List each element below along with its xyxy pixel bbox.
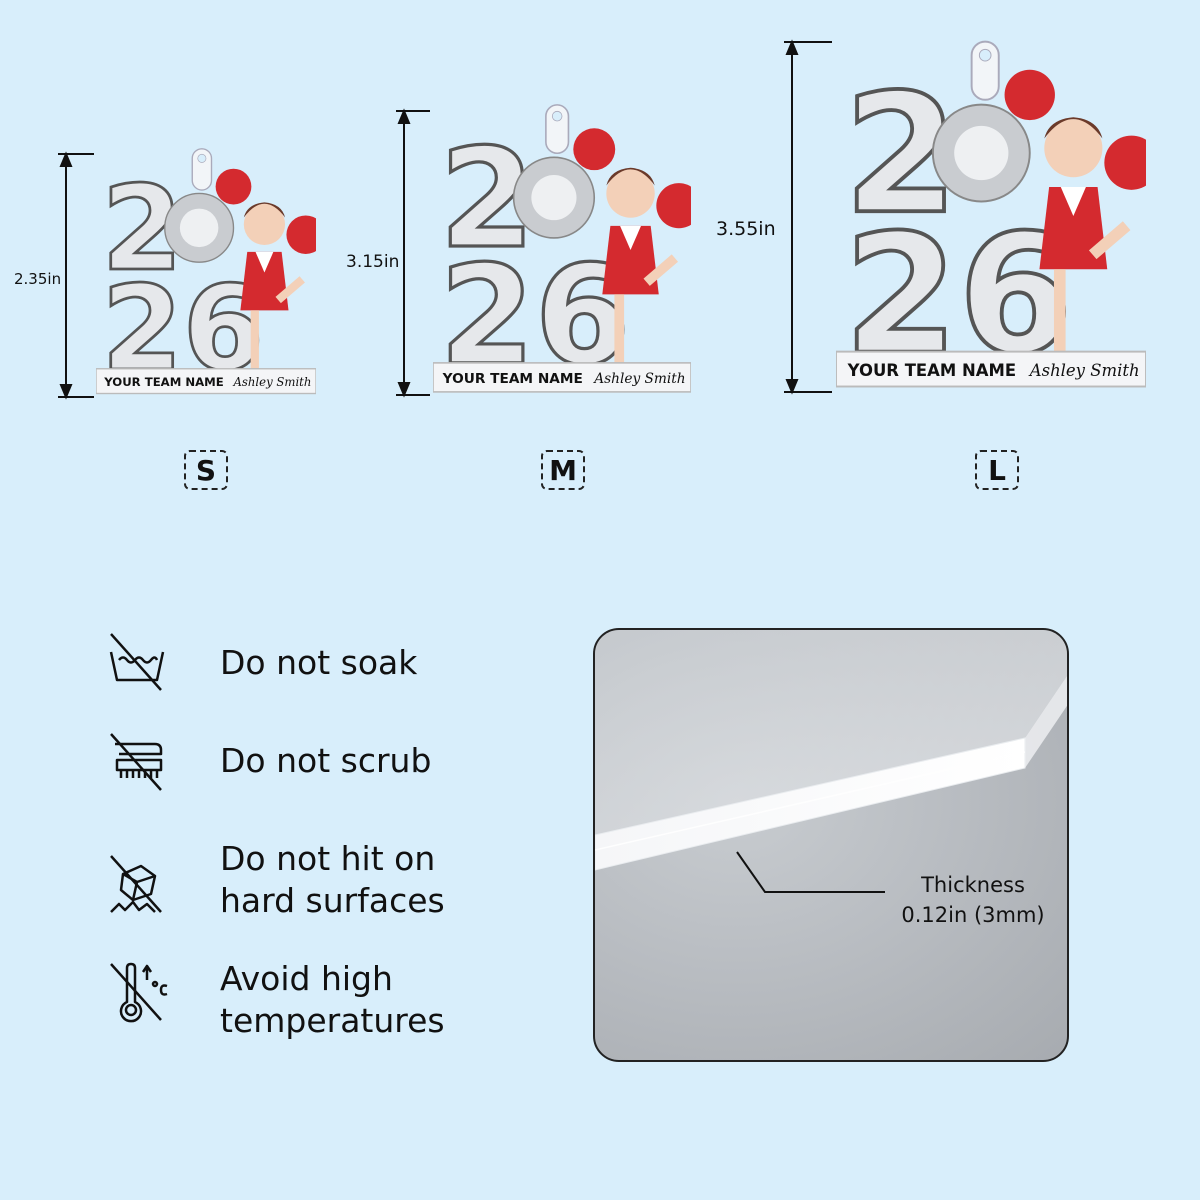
size-m-height-label: 3.15in (346, 252, 400, 272)
ornament-medium: 2 26 YOUR TEAM NAME Ashley Smith (433, 104, 691, 397)
acrylic-thickness-photo: Thickness 0.12in (3mm) (593, 628, 1069, 1062)
care-no-heat-text: Avoid high temperatures (220, 959, 445, 1040)
dimension-lines (58, 39, 832, 400)
red-pompom-icon (1104, 135, 1146, 190)
ornament-team-name: YOUR TEAM NAME (847, 361, 1016, 380)
ornament-small: 2 26 YOUR TEAM NAME Ashley Smith (96, 148, 316, 398)
red-pompom-icon (573, 128, 616, 171)
cheerleader-icon (1039, 117, 1131, 352)
silver-pompom-icon (931, 103, 1031, 203)
red-pompom-icon (1004, 69, 1055, 121)
care-no-soak-text: Do not soak (220, 643, 418, 682)
red-pompom-icon (656, 183, 691, 229)
ornament-team-name: YOUR TEAM NAME (442, 371, 583, 387)
silver-pompom-icon (512, 156, 596, 239)
size-l-height-label: 3.55in (716, 218, 776, 240)
ornament-team-name: YOUR TEAM NAME (103, 375, 224, 389)
no-heat-icon (110, 962, 168, 1023)
care-no-impact-text: Do not hit on hard surfaces (220, 839, 445, 920)
no-impact-icon (110, 855, 162, 913)
size-l-badge[interactable]: L (975, 450, 1019, 490)
thickness-value: 0.12in (3mm) (901, 903, 1045, 927)
ornament-large: 2 26 YOUR TEAM NAME Ashley Smith (836, 40, 1146, 393)
red-pompom-icon (215, 168, 252, 205)
ornament-person-name: Ashley Smith (592, 371, 685, 387)
care-no-scrub-text: Do not scrub (220, 741, 432, 780)
no-soak-icon (109, 633, 165, 691)
thickness-callout: Thickness 0.12in (3mm) (883, 870, 1063, 930)
acrylic-sheet-illustration (595, 630, 1067, 893)
silver-pompom-icon (164, 192, 235, 263)
red-pompom-icon (286, 215, 316, 254)
ornament-person-name: Ashley Smith (233, 375, 312, 389)
size-m-badge[interactable]: M (541, 450, 585, 490)
ornament-person-name: Ashley Smith (1028, 361, 1140, 380)
size-s-badge[interactable]: S (184, 450, 228, 490)
thickness-label: Thickness (921, 873, 1025, 897)
size-s-height-label: 2.35in (14, 270, 62, 288)
no-scrub-icon (110, 733, 163, 791)
cheerleader-icon (602, 167, 679, 363)
cheerleader-icon (240, 202, 305, 369)
